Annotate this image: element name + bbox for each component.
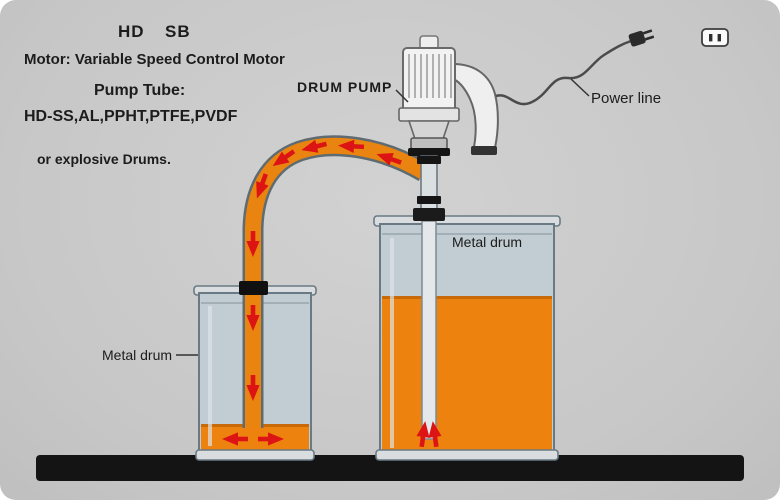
small-drum-bottom-lip <box>195 449 315 461</box>
small-drum-liquid <box>201 424 309 452</box>
leader-lines <box>176 78 590 356</box>
drum-pump <box>398 35 499 221</box>
large-drum-liquid-surface <box>382 296 552 299</box>
motor-description: Motor: Variable Speed Control Motor <box>24 51 285 68</box>
pump-flange <box>408 148 450 156</box>
title-sb: SB <box>165 22 191 41</box>
large-drum-bottom-lip <box>375 449 559 461</box>
pump-neck <box>407 120 451 140</box>
metal-drum-left-label: Metal drum <box>102 347 172 363</box>
power-line-leader <box>570 78 590 97</box>
pump-tube-materials: HD-SS,AL,PPHT,PTFE,PVDF <box>24 108 238 125</box>
motor-base <box>398 107 460 122</box>
pump-handle-outlet <box>471 146 497 155</box>
large-drum-highlight <box>390 238 394 448</box>
title-hd: HD <box>118 22 145 41</box>
power-cord <box>495 28 729 106</box>
small-drum-highlight <box>208 306 212 446</box>
stem-band-upper <box>417 156 441 164</box>
drum-pump-leader <box>395 89 409 103</box>
stem-band-lower <box>417 196 441 204</box>
large-drum-bung-fitting <box>413 208 445 221</box>
pump-coupler <box>410 137 448 150</box>
power-line-label: Power line <box>591 90 661 107</box>
large-metal-drum <box>373 215 561 461</box>
pump-tube-heading: Pump Tube: <box>94 82 185 99</box>
motor-cooling-fins <box>408 54 452 98</box>
power-outlet-icon <box>701 28 729 47</box>
power-plug-icon <box>628 29 655 47</box>
motor-body <box>402 47 456 117</box>
drum-pump-label: DRUM PUMP <box>297 79 392 95</box>
explosive-drums-note: or explosive Drums. <box>37 151 171 167</box>
floor <box>36 455 744 481</box>
small-drum-bung-clamp <box>239 281 268 295</box>
large-drum-liquid <box>382 296 552 452</box>
power-cord-cable <box>495 39 632 106</box>
metal-drum-right-label: Metal drum <box>452 234 522 250</box>
suction-tube <box>421 220 437 440</box>
